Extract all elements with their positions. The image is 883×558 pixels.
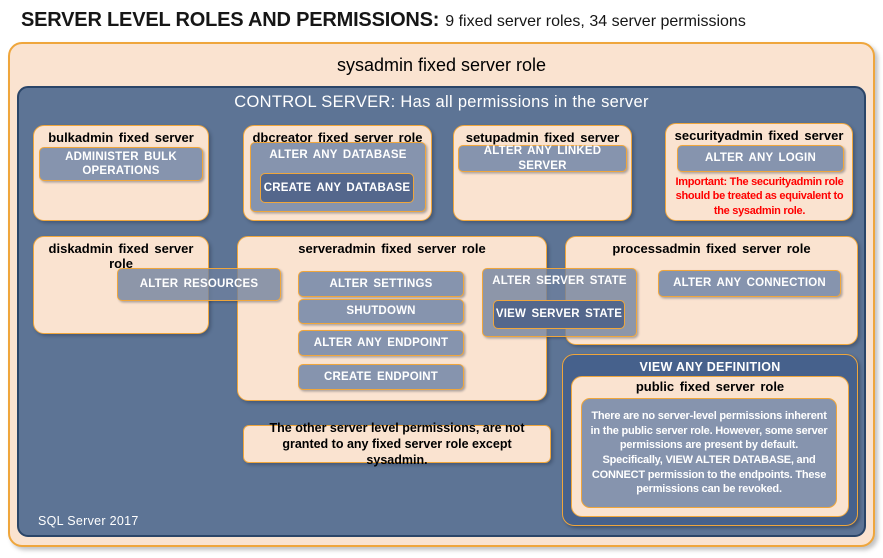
- diskadmin-role-label: diskadmin fixed server role: [48, 241, 194, 271]
- dbcreator-role-box: dbcreator fixed server role ALTER ANY DA…: [243, 125, 432, 221]
- permission-view-any-definition-label: VIEW ANY DEFINITION: [639, 360, 781, 374]
- permission-alter-any-database: ALTER ANY DATABASE CREATE ANY DATABASE: [250, 142, 426, 212]
- permission-alter-settings: ALTER SETTINGS: [298, 271, 464, 297]
- permission-alter-any-database-label: ALTER ANY DATABASE: [269, 149, 407, 161]
- public-role-label: public fixed server role: [635, 379, 785, 394]
- securityadmin-role-box: securityadmin fixed server role ALTER AN…: [665, 123, 853, 221]
- setupadmin-role-box: setupadmin fixed server role ALTER ANY L…: [453, 125, 632, 221]
- permission-administer-bulk-operations: ADMINISTER BULK OPERATIONS: [39, 147, 203, 181]
- permission-create-any-database: CREATE ANY DATABASE: [260, 173, 414, 203]
- permission-alter-server-state-label: ALTER SERVER STATE: [492, 275, 627, 287]
- control-server-label: CONTROL SERVER: Has all permissions in t…: [234, 93, 649, 111]
- control-server-box: CONTROL SERVER: Has all permissions in t…: [17, 86, 866, 537]
- permission-view-server-state: VIEW SERVER STATE: [493, 300, 625, 329]
- sql-server-version-label: SQL Server 2017: [38, 514, 139, 528]
- permission-alter-resources: ALTER RESOURCES: [117, 268, 281, 301]
- permission-alter-any-login: ALTER ANY LOGIN: [677, 145, 844, 172]
- page-title-suffix: 9 fixed server roles, 34 server permissi…: [445, 13, 746, 30]
- permission-shutdown: SHUTDOWN: [298, 299, 464, 324]
- page-title: SERVER LEVEL ROLES AND PERMISSIONS: 9 fix…: [21, 9, 746, 32]
- page-title-main: SERVER LEVEL ROLES AND PERMISSIONS:: [21, 9, 440, 31]
- other-permissions-note: The other server level permissions, are …: [243, 421, 551, 467]
- permission-create-endpoint: CREATE ENDPOINT: [298, 364, 464, 390]
- dbcreator-role-label: dbcreator fixed server role: [252, 130, 423, 145]
- permission-view-any-definition-box: VIEW ANY DEFINITION public fixed server …: [562, 354, 858, 526]
- permission-alter-any-connection: ALTER ANY CONNECTION: [658, 270, 841, 297]
- public-role-box: public fixed server role There are no se…: [571, 376, 849, 517]
- serveradmin-role-label: serveradmin fixed server role: [298, 241, 486, 256]
- public-role-description: There are no server-level permissions in…: [581, 398, 837, 508]
- permission-alter-any-endpoint: ALTER ANY ENDPOINT: [298, 330, 464, 356]
- sysadmin-role-box: sysadmin fixed server role CONTROL SERVE…: [8, 42, 875, 547]
- bulkadmin-role-box: bulkadmin fixed server role ADMINISTER B…: [33, 125, 209, 221]
- permission-alter-server-state: ALTER SERVER STATE VIEW SERVER STATE: [482, 268, 637, 337]
- sysadmin-role-label: sysadmin fixed server role: [336, 55, 547, 75]
- processadmin-role-box: processadmin fixed server role ALTER ANY…: [565, 236, 858, 345]
- processadmin-role-label: processadmin fixed server role: [612, 241, 811, 256]
- securityadmin-warning-text: Important: The securityadmin role should…: [675, 176, 844, 217]
- permission-alter-any-linked-server: ALTER ANY LINKED SERVER: [458, 145, 627, 172]
